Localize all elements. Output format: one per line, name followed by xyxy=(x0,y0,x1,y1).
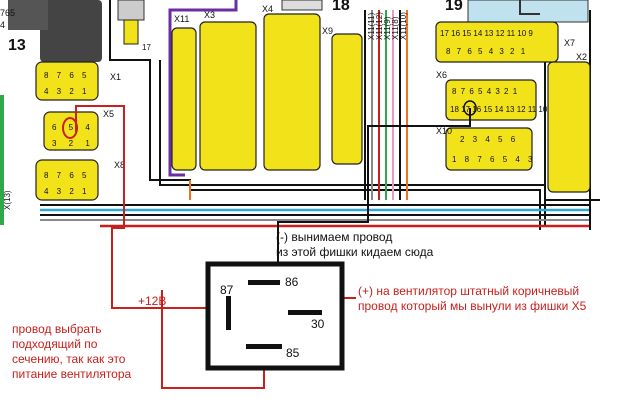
svg-text:X1: X1 xyxy=(110,72,121,82)
harness-wires xyxy=(40,0,600,230)
wire-note-line-4: питание вентилятора xyxy=(12,367,132,381)
minus-note-line-1: (-) вынимаем провод xyxy=(276,230,393,244)
svg-text:X3: X3 xyxy=(204,10,215,20)
svg-text:6 5 4: 6 5 4 xyxy=(52,123,95,132)
connector-x1: 8 7 6 5 4 3 2 1 X1 xyxy=(35,61,121,101)
minus-wire-note: (-) вынимаем провод из этой фишки кидаем… xyxy=(276,230,433,260)
relay-pin-85-blade xyxy=(246,344,282,349)
svg-text:X11: X11 xyxy=(174,14,189,24)
plus12-label: +12В xyxy=(138,294,167,308)
svg-text:8 7 6 5: 8 7 6 5 xyxy=(44,171,89,180)
connector-x7: 17 16 15 14 13 12 11 10 9 8 7 6 5 4 3 2 … xyxy=(435,21,575,63)
label-4: 4 xyxy=(0,20,5,30)
black-wire-minus xyxy=(277,108,471,276)
svg-text:X10: X10 xyxy=(436,126,452,136)
component-19-shape xyxy=(519,0,540,15)
svg-text:4 3 2 1: 4 3 2 1 xyxy=(44,87,89,96)
svg-text:8 7 6 5 4 3 2 1: 8 7 6 5 4 3 2 1 xyxy=(446,47,527,56)
component-top-sensor xyxy=(117,0,145,21)
relay-pin-85-label: 85 xyxy=(286,346,300,360)
component-13-number: 13 xyxy=(8,37,26,54)
svg-text:8 7 6 5: 8 7 6 5 xyxy=(44,71,89,80)
svg-text:3 2 1: 3 2 1 xyxy=(52,139,95,148)
connector-x9: X9 xyxy=(322,26,363,165)
svg-text:X9: X9 xyxy=(322,26,333,36)
relay-pin-87-label: 87 xyxy=(220,283,234,297)
component-19-panel xyxy=(467,0,589,23)
svg-text:1 8 7 6 5 4 3: 1 8 7 6 5 4 3 xyxy=(452,155,535,164)
wire-note-line-1: провод выбрать xyxy=(12,322,102,336)
svg-text:X7: X7 xyxy=(564,38,575,48)
connector-x3: X3 xyxy=(199,10,257,171)
component-13-body xyxy=(8,0,48,30)
connector-x6: 8 7 6 5 4 3 2 1 18 17 16 15 14 13 12 11 … xyxy=(436,70,554,121)
component-13-housing xyxy=(40,0,102,62)
relay-pin-30-blade xyxy=(288,310,322,315)
connector-x5: 6 5 4 3 2 1 X5 xyxy=(43,109,114,151)
wire-note-line-3: сечению, так как это xyxy=(12,352,126,366)
svg-text:X11(10): X11(10) xyxy=(399,12,408,40)
plus-note-line-2: провод который мы вынули из фишки X5 xyxy=(358,299,587,313)
connector-x2: X2 xyxy=(547,52,591,193)
connector-x11: X11 xyxy=(171,14,197,171)
svg-text:18 17 16 15 14 13 12 11 10 9: 18 17 16 15 14 13 12 11 10 9 xyxy=(450,105,554,114)
vertical-wire-labels: X11(11) X11(12) X11(9) X11(8) X11(10) xyxy=(367,12,408,40)
connector-x4: X4 xyxy=(262,4,321,171)
relay-pin-30-label: 30 xyxy=(311,317,325,331)
svg-text:X5: X5 xyxy=(103,109,114,119)
svg-text:X4: X4 xyxy=(262,4,273,14)
svg-text:17 16 15 14 13 12 11 10 9: 17 16 15 14 13 12 11 10 9 xyxy=(440,29,533,38)
svg-text:2 3 4 5 6: 2 3 4 5 6 xyxy=(460,135,518,144)
component-18-housing xyxy=(281,0,323,11)
wire-selection-note: провод выбрать подходящий по сечению, та… xyxy=(12,322,131,382)
label-17: 17 xyxy=(142,43,151,52)
connector-x10: 2 3 4 5 6 1 8 7 6 5 4 3 X10 xyxy=(436,126,535,171)
svg-text:X8: X8 xyxy=(114,160,125,170)
relay-pin-86-label: 86 xyxy=(285,275,299,289)
relay-pin-87-blade xyxy=(226,296,231,330)
svg-text:X11(8): X11(8) xyxy=(391,16,400,40)
minus-note-line-2: из этой фишки кидаем сюда xyxy=(276,245,434,259)
svg-text:X11(12): X11(12) xyxy=(375,12,384,40)
plus-wire-note: (+) на вентилятор штатный коричневый про… xyxy=(358,284,586,314)
left-green-wire xyxy=(0,95,4,225)
svg-text:X11(9): X11(9) xyxy=(383,16,392,40)
wire-note-line-2: подходящий по xyxy=(12,337,98,351)
svg-text:X6: X6 xyxy=(436,70,447,80)
relay-pin-86-blade xyxy=(248,280,280,285)
svg-text:4 3 2 1: 4 3 2 1 xyxy=(44,187,89,196)
component-18-number: 18 xyxy=(332,0,350,14)
label-x13: X(13) xyxy=(3,190,12,210)
component-top-plug xyxy=(123,19,139,45)
label-765: 765 xyxy=(0,8,15,18)
svg-text:X11(11): X11(11) xyxy=(367,12,376,40)
plus-note-line-1: (+) на вентилятор штатный коричневый xyxy=(358,284,580,298)
component-19-number: 19 xyxy=(445,0,463,14)
svg-text:8 7 6 5 4 3 2 1: 8 7 6 5 4 3 2 1 xyxy=(452,87,518,96)
svg-text:X2: X2 xyxy=(576,52,587,62)
connector-x8: 8 7 6 5 4 3 2 1 X8 xyxy=(35,159,125,201)
